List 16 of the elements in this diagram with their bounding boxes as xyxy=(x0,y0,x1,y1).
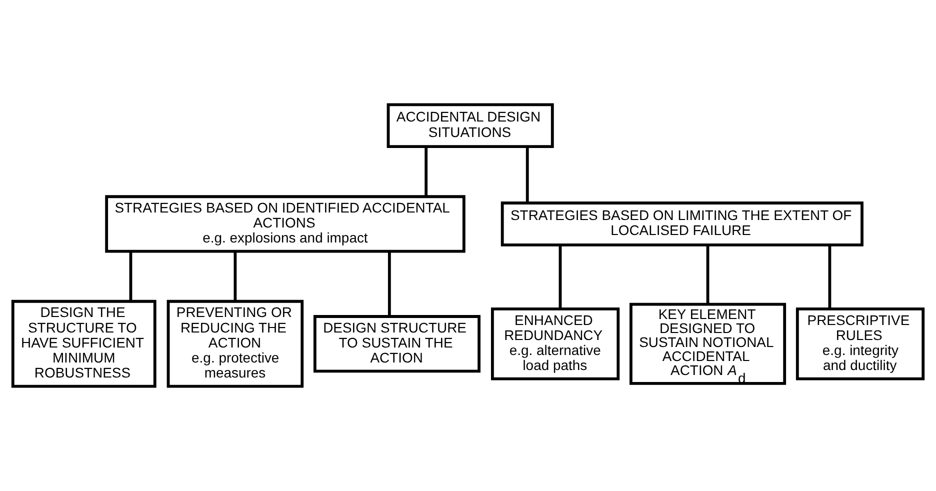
node-box: PREVENTING OR REDUCING THE ACTION e.g. protective measures xyxy=(166,300,304,388)
node-box: STRATEGIES BASED ON IDENTIFIED ACCIDENTAL ACTIONS e.g. explosions and impact xyxy=(105,195,466,253)
connector xyxy=(828,245,832,308)
connector xyxy=(388,251,391,316)
node-box: PRESCRIPTIVE RULES e.g. integrity and ductility xyxy=(796,307,925,380)
connector xyxy=(129,251,132,301)
node-box: DESIGN THE STRUCTURE TO HAVE SUFFICIENT MINIMUM ROBUSTNESS xyxy=(11,300,156,388)
connector xyxy=(526,146,529,203)
node-box: ENHANCED REDUNDANCY e.g. alternative load paths xyxy=(491,307,620,380)
connector xyxy=(234,251,237,301)
node-box: ACCIDENTAL DESIGN SITUATIONS xyxy=(386,103,554,148)
node-box: STRATEGIES BASED ON LIMITING THE EXTENT OF LOCALISED FAILURE xyxy=(500,202,864,246)
connector xyxy=(706,245,710,304)
connector xyxy=(558,245,562,308)
node-box: DESIGN STRUCTURE TO SUSTAIN THE ACTION xyxy=(313,315,481,373)
connector xyxy=(424,146,428,196)
